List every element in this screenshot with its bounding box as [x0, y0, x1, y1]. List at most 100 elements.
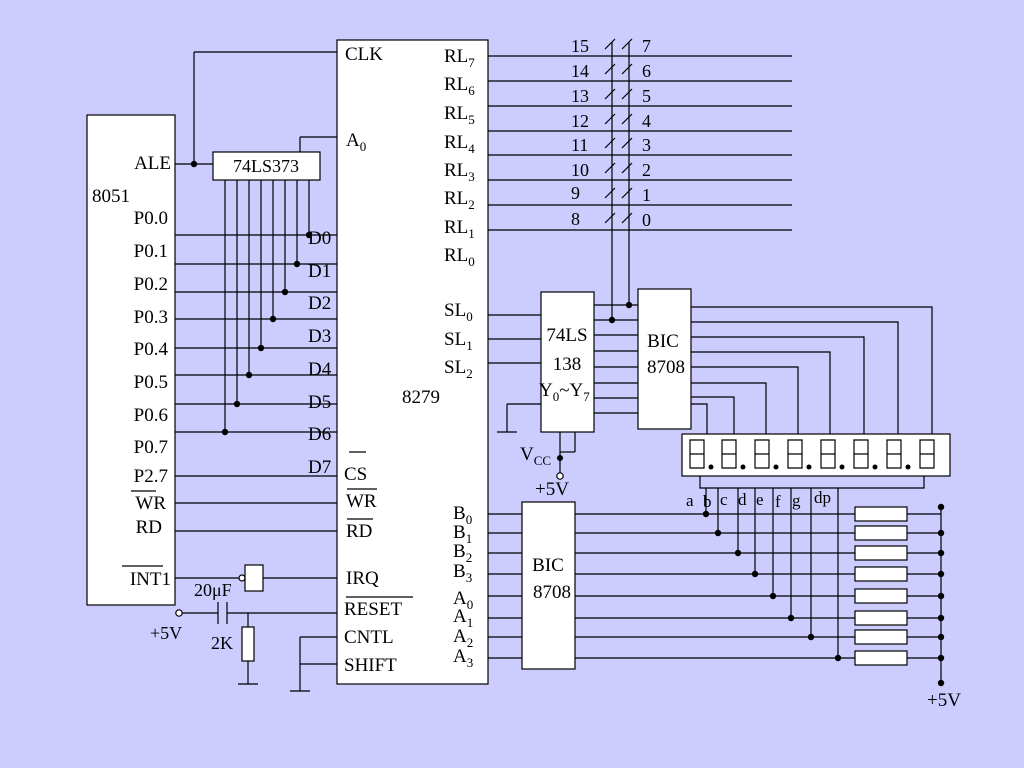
- decoder-74ls138: 74LS 138 Y0~Y7 VCC +5V: [488, 291, 638, 500]
- key-12: 12: [571, 111, 589, 131]
- reset-resistor: [241, 626, 255, 662]
- sl2-label: SL2: [444, 357, 473, 381]
- decoder-outputs-label: Y0~Y7: [539, 380, 590, 404]
- pin-p0-6-label: P0.6: [134, 405, 168, 426]
- latch-body: [212, 151, 321, 181]
- a1-out-label: A1: [453, 606, 473, 630]
- pin-d3-label: D3: [308, 326, 331, 347]
- latch-input-lines: [224, 180, 310, 432]
- chip-8279: CLK A0 8279 CS WR RD IRQ RESET CNTL SHIF…: [336, 39, 489, 685]
- key-7: 7: [642, 36, 651, 56]
- rl5-label: RL5: [444, 103, 475, 127]
- pin-p0-7-label: P0.7: [134, 437, 168, 458]
- bic-top-label-2: 8708: [647, 357, 685, 378]
- decoder-body: [540, 291, 595, 433]
- bic-bottom-label-1: BIC: [532, 555, 564, 576]
- a0-out-label: A0: [453, 588, 473, 612]
- pin-p0-4-label: P0.4: [134, 339, 169, 360]
- digit-8: [919, 439, 935, 469]
- decoder-label-1: 74LS: [546, 325, 587, 346]
- segment-b-label: b: [703, 492, 712, 511]
- bic-top-body: [637, 288, 692, 430]
- key-3: 3: [642, 135, 651, 155]
- a0-label: A0: [346, 130, 366, 154]
- decoder-label-2: 138: [553, 354, 582, 375]
- pin-p2-7-label: P2.7: [134, 466, 168, 487]
- key-14: 14: [571, 61, 589, 81]
- key-15: 15: [571, 36, 589, 56]
- resistor-5: [854, 588, 908, 604]
- pullup-resistors: +5V: [854, 503, 961, 711]
- decoder-supply-terminal: [556, 472, 564, 480]
- chip-8279-body: [336, 39, 489, 685]
- digit-7: [886, 439, 911, 470]
- segment-g-label: g: [792, 491, 801, 510]
- pin-p0-1-label: P0.1: [134, 241, 168, 262]
- bic-top-label-1: BIC: [647, 331, 679, 352]
- pin-d6-label: D6: [308, 424, 331, 445]
- a2-out-label: A2: [453, 626, 473, 650]
- key-10: 10: [571, 160, 589, 180]
- capacitor-label: 20μF: [194, 580, 232, 600]
- keyboard-matrix: 15 14 13 12 11 10 9 8 7 6 5 4 3 2 1 0: [488, 36, 792, 320]
- digit-4: [787, 439, 812, 470]
- cs-label: CS: [344, 464, 367, 485]
- reset-label: RESET: [344, 599, 402, 620]
- digit-2: [721, 439, 746, 470]
- key-8: 8: [571, 209, 580, 229]
- chip-8051: 8051 ALE P0.0 P0.1 P0.2 P0.3 P0.4 P0.5 P…: [86, 114, 176, 606]
- rd-8051-label: RD: [136, 517, 162, 538]
- latch-label: 74LS373: [233, 156, 299, 176]
- data-bus: [175, 231, 337, 532]
- rl3-label: RL3: [444, 160, 475, 184]
- b1-label: B1: [453, 522, 472, 546]
- chip-8051-body: [86, 114, 176, 606]
- b3-label: B3: [453, 561, 472, 585]
- pin-d4-label: D4: [308, 359, 332, 380]
- chip-8279-label: 8279: [402, 387, 440, 408]
- resistor-4: [854, 566, 908, 582]
- decoder-supply-label: +5V: [535, 479, 569, 500]
- rl6-label: RL6: [444, 74, 475, 98]
- cntl-shift-ground: [290, 636, 337, 692]
- display-body: [681, 433, 951, 477]
- pin-d7-label: D7: [308, 457, 331, 478]
- segment-a-label: a: [686, 491, 694, 510]
- bic-top: BIC 8708: [637, 288, 933, 434]
- digit-5: [820, 439, 845, 470]
- key-9: 9: [571, 183, 580, 203]
- bic-bottom-body: [521, 501, 576, 670]
- segment-d-label: d: [738, 490, 747, 509]
- right-supply-label: +5V: [927, 690, 961, 711]
- wr-8051-label: WR: [135, 493, 166, 514]
- pin-d5-label: D5: [308, 392, 331, 413]
- resistor-label: 2K: [211, 633, 233, 653]
- irq-inverter: [244, 564, 264, 592]
- key-6: 6: [642, 61, 651, 81]
- reset-supply-label: +5V: [150, 623, 182, 643]
- ale-junction: [190, 160, 198, 168]
- pin-p0-0-label: P0.0: [134, 208, 168, 229]
- sl0-label: SL0: [444, 300, 473, 324]
- key-11: 11: [571, 135, 588, 155]
- key-4: 4: [642, 111, 651, 131]
- key-13: 13: [571, 86, 589, 106]
- irq-reset-circuit: 20μF +5V 2K: [150, 564, 337, 685]
- pin-p0-3-label: P0.3: [134, 307, 168, 328]
- rl0-label: RL0: [444, 245, 475, 269]
- rl2-label: RL2: [444, 188, 475, 212]
- rd-8279-label: RD: [346, 521, 372, 542]
- wr-8279-label: WR: [346, 491, 377, 512]
- digit-3: [754, 439, 779, 470]
- resistor-3: [854, 545, 908, 561]
- key-5: 5: [642, 86, 651, 106]
- data-pin-labels: D0 D1 D2 D3 D4 D5 D6 D7: [308, 228, 332, 478]
- segment-lines: [705, 488, 839, 658]
- bic-bottom-label-2: 8708: [533, 582, 571, 603]
- pin-p0-5-label: P0.5: [134, 372, 168, 393]
- pin-p0-2-label: P0.2: [134, 274, 168, 295]
- rl4-label: RL4: [444, 132, 475, 156]
- cntl-label: CNTL: [344, 627, 394, 648]
- digit-1: [689, 439, 714, 470]
